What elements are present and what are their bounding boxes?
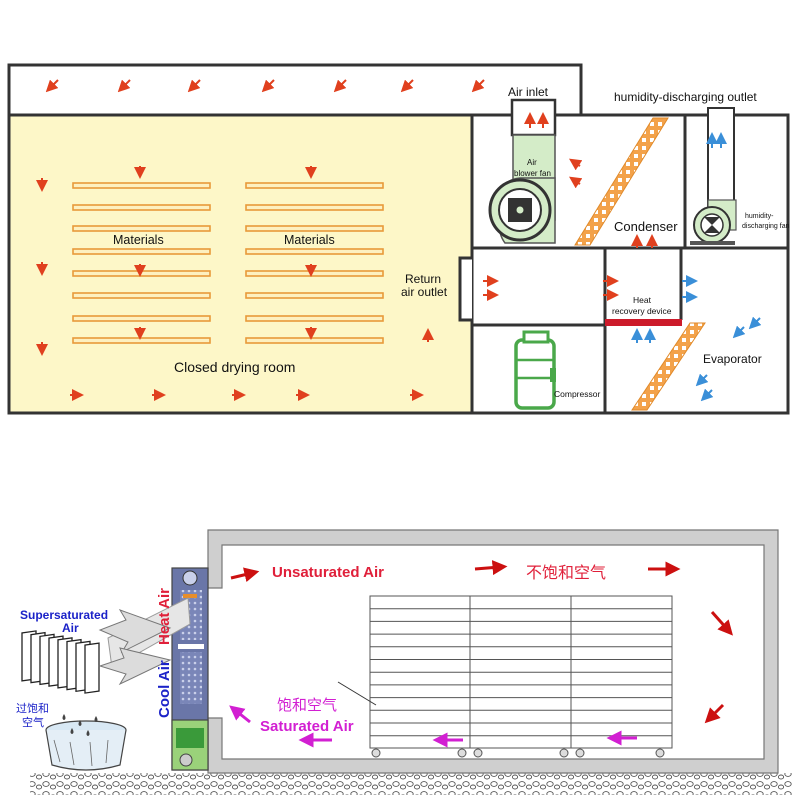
shelf xyxy=(72,292,211,299)
rack-wheel xyxy=(473,748,483,758)
water-drop-icon xyxy=(62,714,66,720)
arrow-icon xyxy=(261,79,275,93)
water-drops xyxy=(62,714,98,736)
shelf xyxy=(245,204,384,211)
material-shelves-right xyxy=(245,182,384,344)
arrow-icon xyxy=(187,79,201,93)
fan-icon xyxy=(182,570,198,586)
heat-air-label: Heat Air xyxy=(156,588,173,645)
return-air-outlet xyxy=(458,256,472,322)
air-inlet-label: Air inlet xyxy=(508,85,549,99)
ground xyxy=(30,773,792,795)
room-wall xyxy=(207,529,779,774)
condenser-coil xyxy=(574,117,669,246)
evaporator-coil xyxy=(631,322,706,411)
rack-wheel xyxy=(457,748,467,758)
airflow-arrows-bottom xyxy=(98,560,733,748)
arrow-icon xyxy=(229,705,251,724)
air-blower-fan xyxy=(488,134,556,244)
arrow-icon xyxy=(732,325,746,339)
shelf xyxy=(245,225,384,232)
shelf xyxy=(72,315,211,322)
saturated-air-label: Saturated Air xyxy=(260,718,354,735)
arrow-icon xyxy=(710,611,733,636)
supersaturated-air-zh-label: 过饱和 xyxy=(16,701,49,715)
humidity-outlet-label: humidity-discharging outlet xyxy=(614,90,757,104)
air-blower-fan-label-2: blower fan xyxy=(514,169,551,178)
arrow-icon xyxy=(400,79,414,93)
arrow-icon xyxy=(569,176,583,189)
shelf xyxy=(72,204,211,211)
arrow-icon xyxy=(474,560,508,576)
cloth-panel xyxy=(84,642,100,694)
supersaturated-air-zh-label-2: 空气 xyxy=(22,715,44,729)
shelf xyxy=(72,248,211,255)
bottom-diagram: Unsaturated Air 不饱和空气 饱和空气 Saturated Air… xyxy=(16,529,792,795)
water-drop-icon xyxy=(94,716,98,722)
arrow-icon xyxy=(704,703,725,724)
heat-recovery-device xyxy=(605,319,682,326)
airflow-arrows-top xyxy=(36,79,762,402)
arrow-icon xyxy=(471,79,485,93)
shelf xyxy=(72,182,211,189)
arrow-icon xyxy=(695,373,709,387)
unsaturated-air-zh-label: 不饱和空气 xyxy=(526,563,606,582)
evaporator-label: Evaporator xyxy=(703,352,762,366)
shelf xyxy=(72,337,211,344)
closed-room-label: Closed drying room xyxy=(174,359,295,375)
heat-recovery-label-2: recovery device xyxy=(612,306,672,316)
heat-recovery-label: Heat xyxy=(633,295,652,305)
return-outlet-label: Return xyxy=(405,272,441,286)
air-duct xyxy=(7,63,583,117)
rack-wheel xyxy=(575,748,585,758)
closed-drying-room xyxy=(7,113,474,415)
shelf xyxy=(72,270,211,277)
humidity-discharging-fan xyxy=(690,199,737,245)
supersaturated-air-label-2: Air xyxy=(62,621,79,635)
compressor-label: Compressor xyxy=(554,389,600,399)
rack-wheel xyxy=(559,748,569,758)
cool-air-label: Cool Air xyxy=(156,660,173,718)
shelf xyxy=(245,182,384,189)
supersaturated-air-label: Supersaturated xyxy=(20,608,108,622)
humidity-fan-label: humidity- xyxy=(745,213,774,220)
water-drop-icon xyxy=(86,730,90,736)
grey-flow-arrow-icon xyxy=(98,647,172,686)
shelf xyxy=(245,248,384,255)
humidity-outlet-chimney xyxy=(707,107,735,209)
shelf xyxy=(245,315,384,322)
shelf xyxy=(72,225,211,232)
compressor xyxy=(514,330,556,410)
rack-wheel xyxy=(655,748,665,758)
shelf xyxy=(245,292,384,299)
shelf xyxy=(245,270,384,277)
arrow-icon xyxy=(117,79,131,93)
unsaturated-air-label: Unsaturated Air xyxy=(272,564,384,581)
arrow-icon xyxy=(230,567,260,583)
humidity-fan-label-2: discharging fan xyxy=(742,223,790,230)
materials-label-left: Materials xyxy=(113,233,164,247)
condenser-label: Condenser xyxy=(614,219,678,234)
rack-wheel xyxy=(371,748,381,758)
arrow-icon xyxy=(569,158,583,171)
air-blower-fan-label: Air xyxy=(527,158,537,167)
arrow-icon xyxy=(45,79,59,93)
heat-pump-unit xyxy=(171,567,209,771)
materials-label-right: Materials xyxy=(284,233,335,247)
air-inlet-chimney xyxy=(510,98,557,137)
arrow-icon xyxy=(700,388,714,402)
arrow-icon xyxy=(333,79,347,93)
saturated-air-zh-label: 饱和空气 xyxy=(277,696,337,714)
top-diagram: Air inlet humidity-discharging outlet Ai… xyxy=(7,63,790,415)
shelf xyxy=(245,337,384,344)
rack-pointer-line xyxy=(337,681,377,706)
arrow-icon xyxy=(748,316,762,330)
water-drop-icon xyxy=(70,728,74,734)
water-drop-icon xyxy=(78,720,82,726)
drying-rack xyxy=(369,595,673,758)
return-outlet-label-2: air outlet xyxy=(401,285,448,299)
